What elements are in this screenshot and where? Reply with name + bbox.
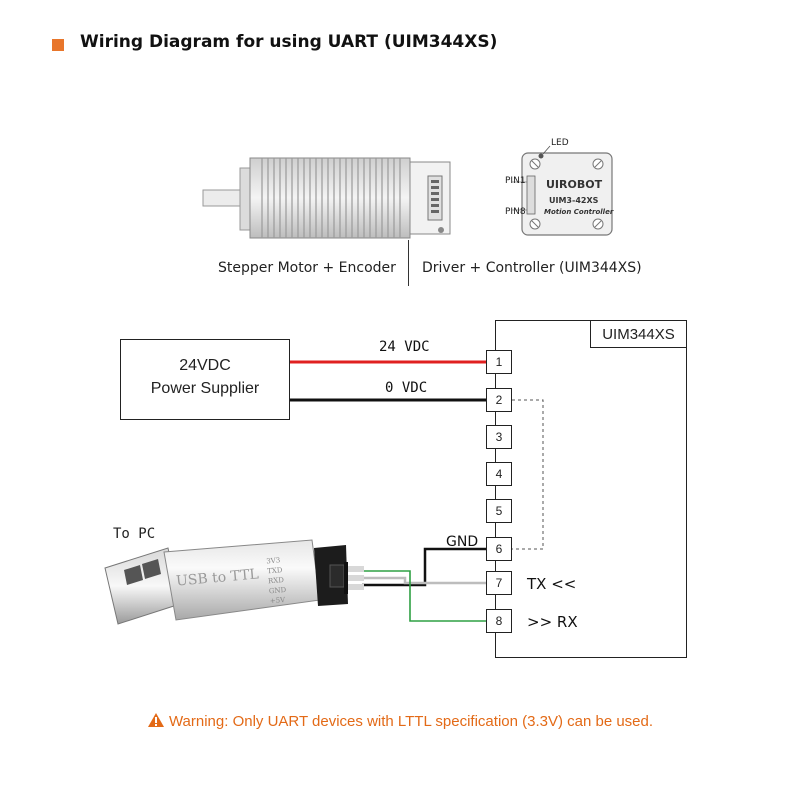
pin-6: 6 [486, 537, 512, 561]
label-gnd: GND [446, 534, 479, 550]
board-model: UIM3-42XS [549, 196, 599, 205]
label-0vdc: 0 VDC [385, 380, 428, 396]
warning-message: Warning: Only UART devices with LTTL spe… [0, 710, 800, 730]
wire-rx [362, 570, 486, 622]
pin-3: 3 [486, 425, 512, 449]
title-bullet [52, 39, 64, 51]
controller-board [512, 145, 613, 236]
to-pc-label: To PC [113, 526, 156, 542]
warning-icon [147, 713, 164, 727]
board-subtitle: Motion Controller [544, 208, 614, 216]
board-brand: UIROBOT [546, 178, 603, 191]
pin-1: 1 [486, 350, 512, 374]
wire-tx [362, 576, 486, 585]
led-label: LED [551, 138, 569, 148]
page-title: Wiring Diagram for using UART (UIM344XS) [80, 32, 498, 52]
usb-ttl-pin-labels: 3V3 TXD RXD GND +5V [266, 554, 302, 607]
pin-4: 4 [486, 462, 512, 486]
wire-gnd [362, 547, 486, 587]
caption-divider [408, 240, 409, 286]
tx-label: TX << [527, 575, 577, 593]
motor-caption: Stepper Motor + Encoder [218, 260, 396, 276]
pin8-label: PIN8 [505, 207, 526, 217]
warning-text: Warning: Only UART devices with LTTL spe… [168, 713, 654, 730]
driver-caption: Driver + Controller (UIM344XS) [422, 260, 642, 276]
pin1-label: PIN1 [505, 176, 526, 186]
pin-8: 8 [486, 609, 512, 633]
power-supply-name: Power Supplier [150, 380, 260, 397]
pin-2: 2 [486, 388, 512, 412]
pin-5: 5 [486, 499, 512, 523]
power-supply-voltage: 24VDC [179, 357, 231, 374]
uim344xs-box [495, 320, 687, 658]
power-supply-box: 24VDC Power Supplier [120, 339, 290, 420]
usb-ttl-adapter [104, 539, 364, 625]
stepper-motor [202, 157, 451, 239]
rx-label: >> RX [527, 613, 578, 631]
label-24vdc: 24 VDC [379, 339, 430, 355]
pin-7: 7 [486, 571, 512, 595]
uim344xs-label: UIM344XS [590, 320, 687, 348]
